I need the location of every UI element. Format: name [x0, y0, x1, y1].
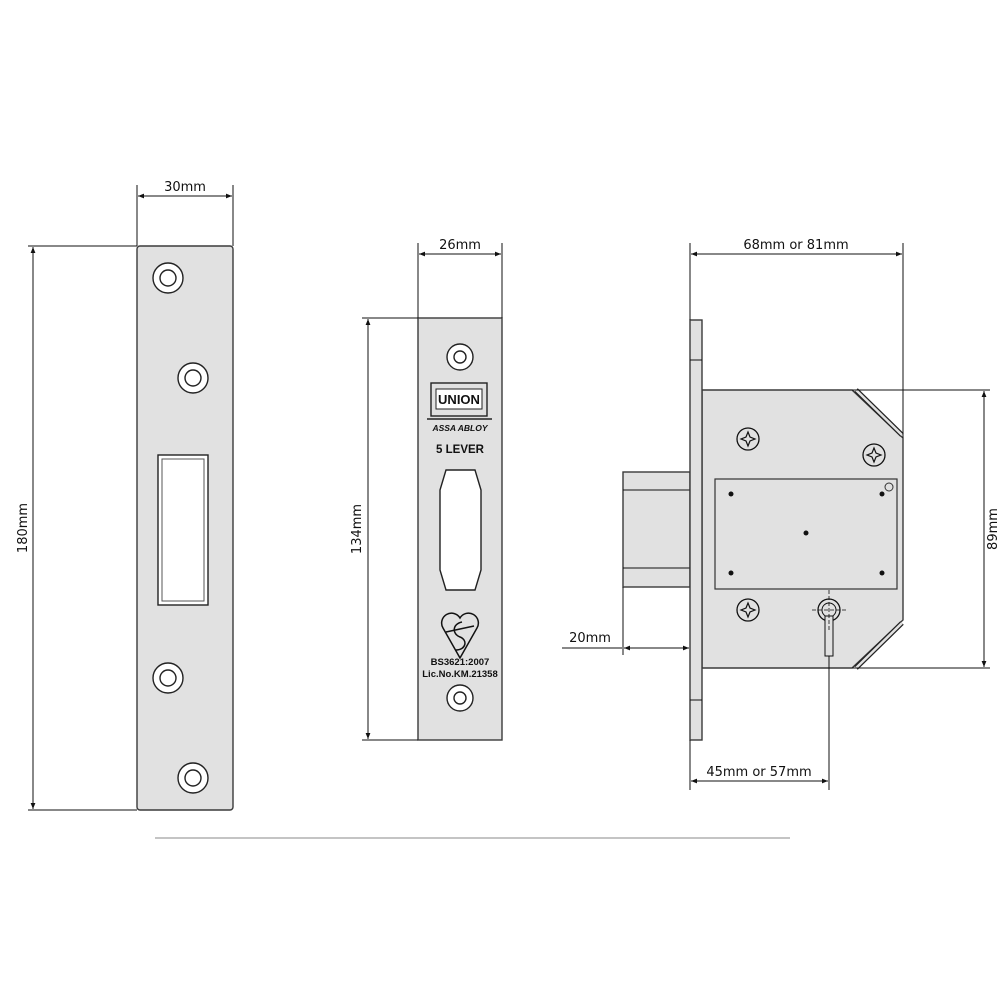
- dimension-label: 45mm or 57mm: [706, 765, 811, 780]
- faceplate: UNION ASSA ABLOY 5 LEVER BS3621:2007 Lic…: [417, 317, 503, 741]
- dimension-label: 68mm or 81mm: [743, 238, 848, 253]
- brand-text: ASSA ABLOY: [431, 423, 488, 433]
- dimension-bolt-throw: 20mm: [562, 587, 689, 655]
- dimension-backset: 45mm or 57mm: [689, 656, 830, 790]
- strike-plate: [136, 245, 234, 811]
- screw-hole: [152, 262, 184, 294]
- keyhole-icon: [812, 590, 848, 657]
- screw-hole: [177, 762, 209, 794]
- screw-icon: [736, 427, 760, 451]
- dimension-width-faceplate: 26mm: [417, 238, 503, 318]
- bolt-slot: [439, 469, 482, 591]
- dimension-height-faceplate: 134mm: [350, 317, 418, 741]
- logo-text: UNION: [438, 392, 480, 407]
- kitemark-icon: [440, 612, 480, 660]
- dimension-body-height: 89mm: [852, 389, 1000, 669]
- dimension-height-strike: 180mm: [16, 245, 137, 811]
- deadbolt: [622, 471, 691, 588]
- model-text: 5 LEVER: [436, 444, 485, 456]
- bolt-slot: [157, 454, 209, 606]
- screw-hole: [177, 362, 209, 394]
- standard-text: BS3621:2007: [431, 657, 490, 668]
- side-faceplate: [689, 319, 703, 741]
- screw-icon: [736, 598, 760, 622]
- dimension-label: 30mm: [164, 180, 206, 195]
- screw-hole: [446, 684, 474, 712]
- dimension-label: 134mm: [350, 504, 365, 554]
- dimension-label: 26mm: [439, 238, 481, 253]
- dimension-label: 20mm: [569, 631, 611, 646]
- screw-hole: [152, 662, 184, 694]
- screw-icon: [862, 443, 886, 467]
- licence-text: Lic.No.KM.21358: [422, 669, 498, 680]
- lock-body: [622, 319, 904, 741]
- dimension-label: 180mm: [16, 503, 31, 553]
- dimension-width-strike: 30mm: [136, 180, 234, 246]
- union-logo: UNION: [427, 382, 492, 420]
- dimension-label: 89mm: [986, 508, 1000, 550]
- screw-hole: [446, 343, 474, 371]
- dimension-body-width: 68mm or 81mm: [689, 238, 904, 438]
